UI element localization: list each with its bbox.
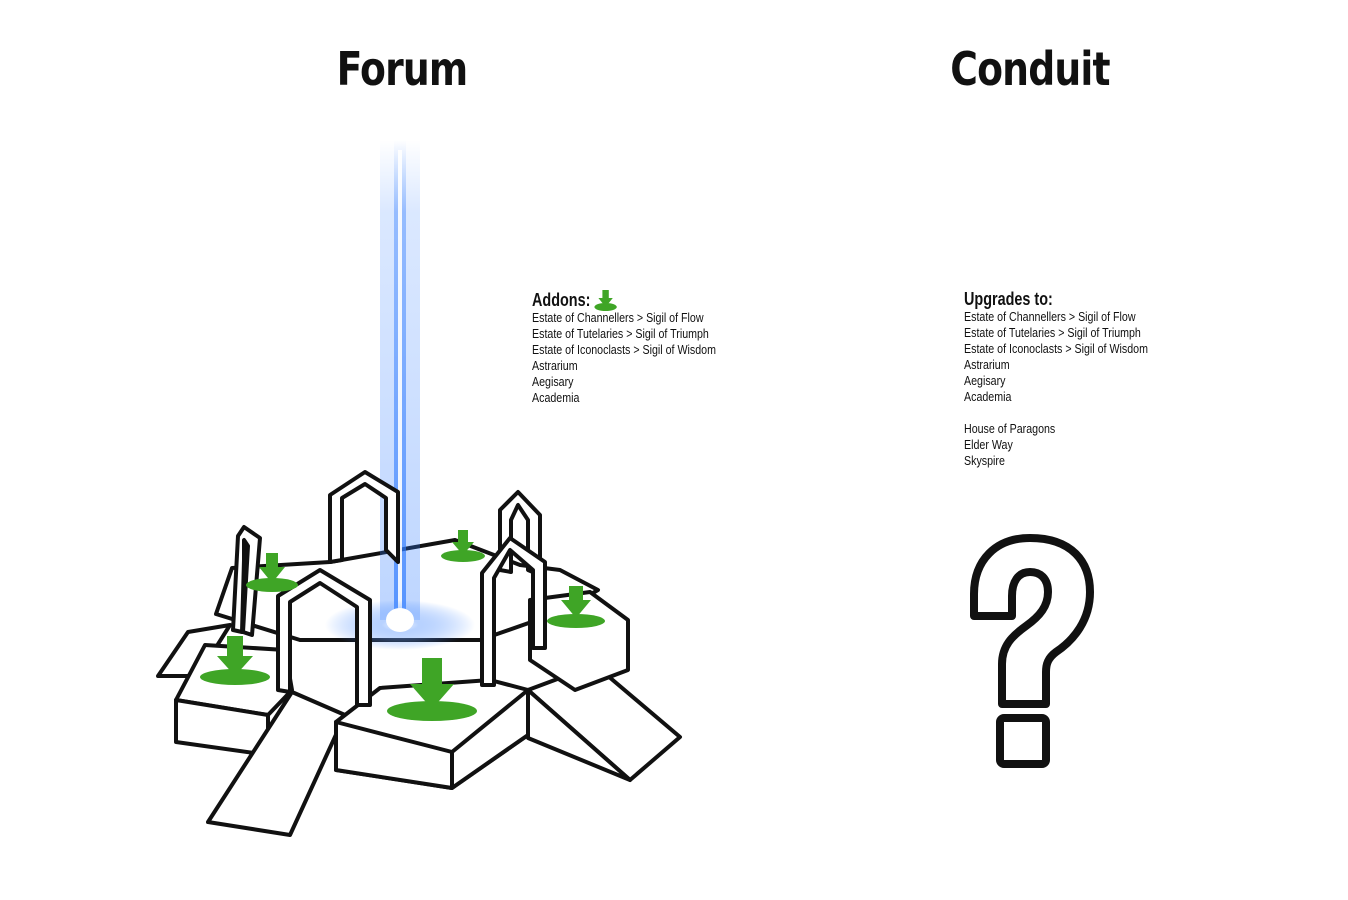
arch-back-center <box>328 470 400 564</box>
upgrade-item: Skyspire <box>964 453 1005 468</box>
arch-front-right <box>480 536 547 687</box>
upgrade-item: Estate of Channellers > Sigil of Flow <box>964 309 1136 324</box>
left-ramp <box>156 623 232 678</box>
green-down-arrow-icon <box>246 553 298 592</box>
green-down-arrow-icon <box>441 530 485 562</box>
arch-left-far <box>231 525 262 637</box>
addon-item: Aegisary <box>532 374 574 389</box>
question-mark-dot <box>996 714 1050 768</box>
green-down-arrow-icon <box>200 636 270 685</box>
upgrade-item: Estate of Tutelaries > Sigil of Triumph <box>964 325 1141 340</box>
addons-heading: Addons: <box>532 289 711 311</box>
upgrade-item: Academia <box>964 389 1012 404</box>
upgrade-item: Elder Way <box>964 437 1013 452</box>
arch-front-left <box>276 568 372 707</box>
conduit-upgrades-list: Upgrades to: Estate of Channellers > Sig… <box>964 289 1188 469</box>
upgrades-heading: Upgrades to: <box>964 288 1053 309</box>
upgrade-item: Astrarium <box>964 357 1010 372</box>
addon-item: Estate of Iconoclasts > Sigil of Wisdom <box>532 342 716 357</box>
addon-item: Estate of Channellers > Sigil of Flow <box>532 310 704 325</box>
conduit-title: Conduit <box>950 42 1110 96</box>
forum-addons-list: Addons: Estate of Channellers > Sigil of… <box>532 290 756 406</box>
green-down-arrow-icon <box>387 658 477 721</box>
upgrade-item: Estate of Iconoclasts > Sigil of Wisdom <box>964 341 1148 356</box>
green-down-arrow-icon <box>547 586 605 628</box>
addons-label: Addons: <box>532 289 591 310</box>
addon-item: Astrarium <box>532 358 578 373</box>
question-mark-icon <box>970 534 1094 708</box>
addon-markers <box>200 530 605 721</box>
forum-title: Forum <box>336 42 469 96</box>
upgrade-item: House of Paragons <box>964 421 1056 436</box>
addon-item: Academia <box>532 390 580 405</box>
upgrade-item: Aegisary <box>964 373 1006 388</box>
addon-item: Estate of Tutelaries > Sigil of Triumph <box>532 326 709 341</box>
green-down-arrow-icon <box>594 290 617 311</box>
